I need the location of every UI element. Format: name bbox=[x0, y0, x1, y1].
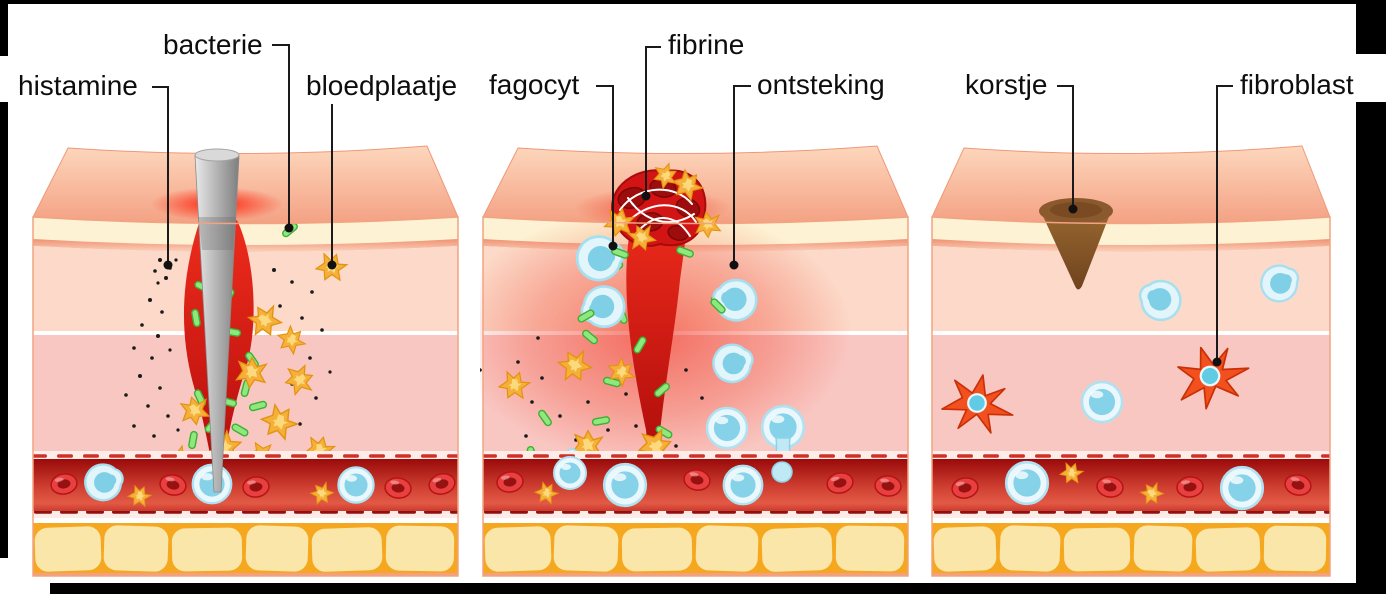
label-ontsteking: ontsteking bbox=[757, 69, 885, 100]
label-fagocyt: fagocyt bbox=[489, 69, 580, 100]
label-fibrine: fibrine bbox=[668, 29, 745, 60]
panel-3-healing-illustration bbox=[931, 145, 1331, 577]
nail bbox=[194, 148, 240, 493]
frame-left bbox=[0, 0, 8, 558]
blood-vessel bbox=[33, 451, 458, 523]
epidermis-layer bbox=[33, 217, 458, 245]
fat-layer bbox=[33, 523, 458, 576]
label-bloedplaatje: bloedplaatje bbox=[306, 70, 458, 101]
label-bacterie: bacterie bbox=[163, 29, 263, 60]
panel-2-inflammation-illustration bbox=[480, 145, 909, 577]
label-notch-right bbox=[1348, 54, 1386, 102]
blood-vessel bbox=[483, 404, 908, 523]
blood-clot bbox=[602, 159, 723, 256]
frame-top bbox=[8, 0, 1356, 4]
label-fibroblast: fibroblast bbox=[1240, 69, 1354, 100]
panel-1-injury-illustration bbox=[32, 145, 459, 577]
label-notch-left bbox=[0, 56, 12, 102]
fat-layer bbox=[932, 523, 1330, 576]
blood-vessel bbox=[932, 451, 1330, 523]
label-korstje: korstje bbox=[965, 69, 1048, 100]
frame-bottom bbox=[50, 583, 1386, 594]
wound-channel bbox=[626, 230, 686, 470]
fat-layer bbox=[483, 523, 908, 576]
label-histamine: histamine bbox=[18, 70, 138, 101]
